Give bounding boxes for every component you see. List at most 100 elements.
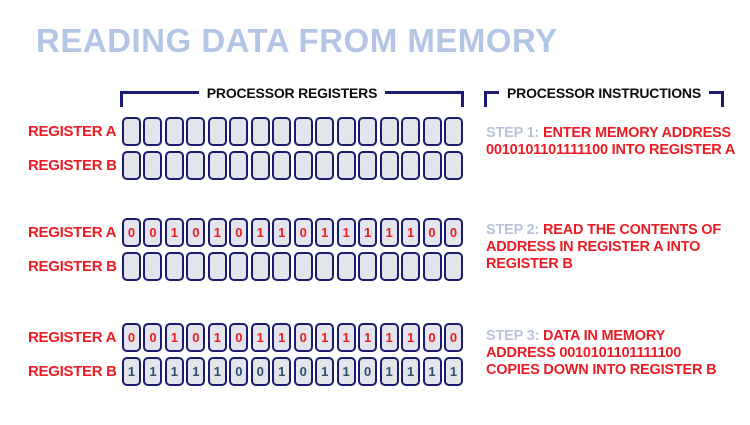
bit-cell (272, 151, 292, 180)
register-row-b-step2: REGISTER B (28, 252, 463, 281)
bit-cell (358, 151, 378, 180)
bit-cell (336, 151, 356, 180)
bracket-line-right (385, 91, 464, 107)
bit-cell: 0 (293, 357, 313, 386)
bit-cell (186, 252, 206, 281)
bit-cell (401, 252, 421, 281)
bit-cell: 1 (164, 357, 184, 386)
bit-cell: 1 (164, 218, 184, 247)
bit-cell: 1 (379, 323, 399, 352)
bit-cell (250, 117, 270, 146)
register-b-label: REGISTER B (28, 157, 117, 174)
bit-cell (336, 252, 356, 281)
bit-cell (143, 252, 163, 281)
bit-cell: 0 (122, 323, 141, 352)
bit-cell (143, 151, 163, 180)
bit-cell (315, 151, 335, 180)
bit-cell: 1 (164, 323, 184, 352)
bracket-line-right (708, 91, 725, 107)
bit-cell: 1 (379, 218, 399, 247)
bit-cell: 0 (293, 323, 313, 352)
bit-cell: 1 (315, 357, 335, 386)
bit-cell: 1 (207, 357, 227, 386)
bit-cell (229, 252, 249, 281)
bit-cell (315, 252, 335, 281)
step-2-body: READ THE CONTENTS OF ADDRESS IN REGISTER… (486, 222, 722, 272)
register-b-label: REGISTER B (28, 363, 117, 380)
bracket-line-left (484, 91, 500, 107)
processor-instructions-label: PROCESSOR INSTRUCTIONS (507, 85, 701, 101)
register-a-label: REGISTER A (28, 224, 117, 241)
bit-cell (293, 252, 313, 281)
page-title: READING DATA FROM MEMORY (36, 22, 558, 59)
bit-cell (379, 117, 399, 146)
bit-cell: 1 (401, 218, 421, 247)
step-3-text: STEP 3: DATA IN MEMORY ADDRESS 001010110… (486, 328, 736, 379)
bit-cell: 1 (358, 323, 378, 352)
step-3-body: DATA IN MEMORY ADDRESS 0010101101111100 … (486, 328, 717, 378)
bit-cell (122, 117, 141, 146)
processor-instructions-header: PROCESSOR INSTRUCTIONS (484, 85, 725, 107)
bracket-line-left (120, 91, 199, 107)
bit-cell: 1 (207, 218, 227, 247)
bit-cell (122, 252, 141, 281)
bit-cell: 1 (336, 218, 356, 247)
bit-cell (250, 252, 270, 281)
bit-cell: 1 (207, 323, 227, 352)
bit-cell: 1 (401, 357, 421, 386)
bit-cell (272, 252, 292, 281)
bit-cell (422, 252, 442, 281)
bit-cell: 1 (315, 218, 335, 247)
bit-cell (186, 117, 206, 146)
register-b-label: REGISTER B (28, 258, 117, 275)
bit-cell (315, 117, 335, 146)
bit-cell (207, 151, 227, 180)
bit-cell: 1 (422, 357, 442, 386)
bit-cell (336, 117, 356, 146)
bit-cell (122, 151, 141, 180)
bit-cell: 1 (358, 218, 378, 247)
bit-cell (358, 117, 378, 146)
bit-cell: 0 (250, 357, 270, 386)
step-1-text: STEP 1: ENTER MEMORY ADDRESS 00101011011… (486, 125, 736, 159)
bit-cell (379, 252, 399, 281)
step-3-prefix: STEP 3: (486, 328, 540, 344)
bit-cell: 1 (250, 218, 270, 247)
bit-cell (164, 252, 184, 281)
bit-cell (186, 151, 206, 180)
bit-cell: 0 (143, 323, 163, 352)
step-1-prefix: STEP 1: (486, 125, 540, 141)
bit-cell: 1 (336, 323, 356, 352)
bit-cell (207, 252, 227, 281)
bit-cell: 0 (143, 218, 163, 247)
bit-cell: 0 (229, 218, 249, 247)
register-a-label: REGISTER A (28, 329, 117, 346)
register-row-a-step1: REGISTER A (28, 117, 463, 146)
bit-cell: 1 (444, 357, 463, 386)
bit-cell (444, 252, 463, 281)
bit-cell (293, 151, 313, 180)
bit-cell: 0 (186, 218, 206, 247)
bit-cell (164, 151, 184, 180)
register-row-b-step1: REGISTER B (28, 151, 463, 180)
bit-cell: 0 (229, 323, 249, 352)
bit-cell: 1 (272, 218, 292, 247)
bit-cell: 1 (401, 323, 421, 352)
bit-cell: 1 (250, 323, 270, 352)
processor-registers-header: PROCESSOR REGISTERS (120, 85, 464, 107)
bit-cell: 1 (143, 357, 163, 386)
bit-cell (422, 117, 442, 146)
register-b-cells (122, 252, 463, 281)
bit-cell: 0 (444, 323, 463, 352)
bit-cell: 1 (186, 357, 206, 386)
bit-cell (164, 117, 184, 146)
bit-cell (379, 151, 399, 180)
register-a-cells (122, 117, 463, 146)
bit-cell (293, 117, 313, 146)
bit-cell: 1 (122, 357, 141, 386)
bit-cell: 0 (422, 323, 442, 352)
bit-cell: 1 (272, 357, 292, 386)
